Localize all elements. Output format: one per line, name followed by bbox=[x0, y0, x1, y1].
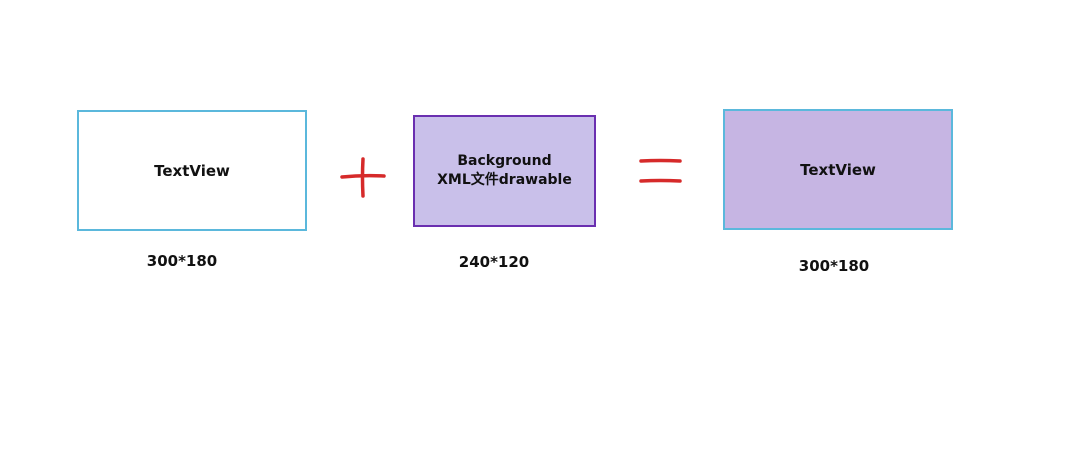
equals-icon bbox=[639, 158, 682, 183]
textview-box: TextView bbox=[77, 110, 307, 231]
background-label: Background bbox=[457, 153, 552, 169]
drawable-size-caption: 240*120 bbox=[458, 253, 530, 271]
xml-drawable-label: XML文件drawable bbox=[437, 172, 572, 188]
result-size-caption: 300*180 bbox=[798, 257, 870, 275]
textview-size-caption: 300*180 bbox=[146, 252, 218, 270]
textview-label: TextView bbox=[154, 161, 230, 180]
result-textview-box: TextView bbox=[723, 109, 953, 230]
result-textview-label: TextView bbox=[800, 160, 876, 179]
background-drawable-box: Background XML文件drawable bbox=[413, 115, 596, 227]
plus-icon bbox=[340, 157, 386, 198]
